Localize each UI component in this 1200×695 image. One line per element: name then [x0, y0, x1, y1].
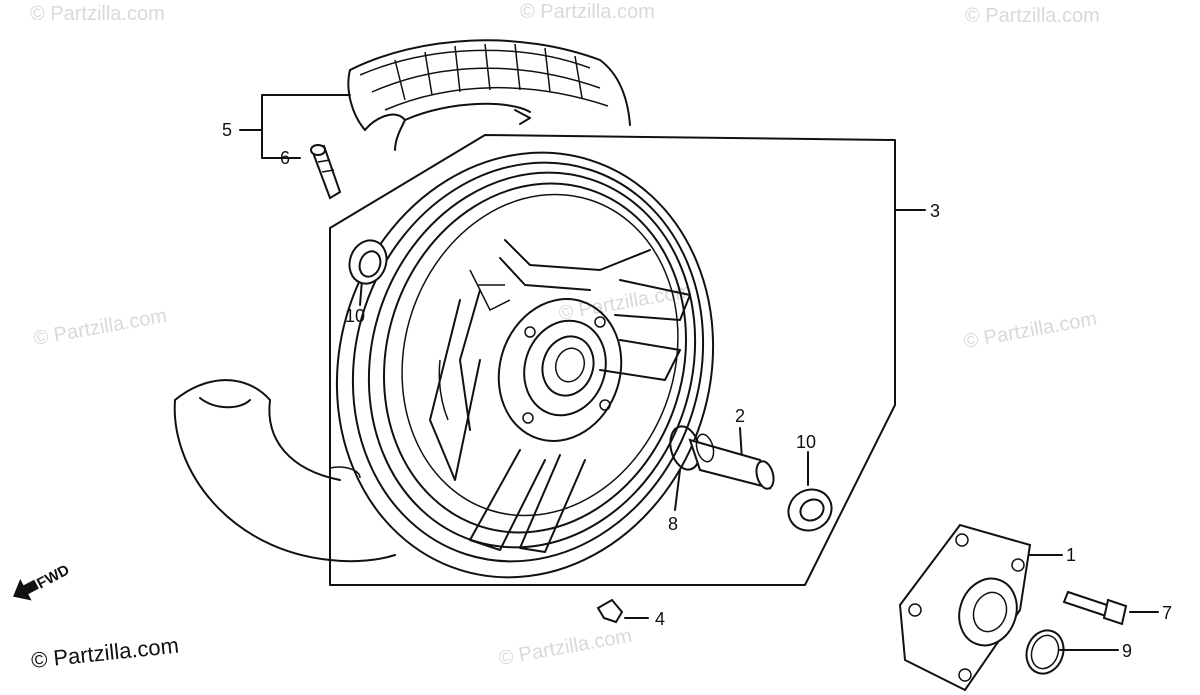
- callout-2: 2: [735, 406, 745, 426]
- bearing-left: [348, 239, 388, 285]
- tire-lower: [173, 379, 396, 563]
- tire-upper: [347, 39, 631, 151]
- callout-5: 5: [222, 120, 232, 140]
- watermark: © Partzilla.com: [520, 1, 655, 23]
- callout-10-left: 10: [345, 306, 365, 326]
- callout-4: 4: [655, 609, 665, 629]
- bolt: [1062, 590, 1128, 626]
- callout-3: 3: [930, 201, 940, 221]
- callout-9: 9: [1122, 641, 1132, 661]
- sprocket-flange: [898, 523, 1032, 692]
- o-ring: [1025, 629, 1065, 675]
- clip: [596, 598, 624, 624]
- watermark: © Partzilla.com: [497, 625, 634, 670]
- fwd-arrow: FWD: [13, 561, 72, 601]
- watermark: © Partzilla.com: [962, 308, 1099, 353]
- leader-lines: [239, 94, 1159, 651]
- callouts: 1 2 3 4 5 6 7 8 9 10 10: [222, 120, 1172, 661]
- callout-8: 8: [668, 514, 678, 534]
- callout-1: 1: [1066, 545, 1076, 565]
- watermark: © Partzilla.com: [557, 280, 694, 325]
- fwd-label: FWD: [34, 561, 72, 592]
- callout-7: 7: [1162, 603, 1172, 623]
- collar-and-circlip: [669, 425, 775, 490]
- watermark: © Partzilla.com: [32, 305, 169, 350]
- callout-6: 6: [280, 148, 290, 168]
- copyright-notice: © Partzilla.com: [30, 633, 180, 673]
- callout-10-right: 10: [796, 432, 816, 452]
- wheel-spokes: [429, 239, 691, 553]
- valve-stem: [310, 144, 342, 200]
- bearing-right: [787, 488, 833, 532]
- wheel-hub: [497, 298, 623, 442]
- watermark: © Partzilla.com: [30, 3, 165, 25]
- assembly-box: [329, 134, 896, 586]
- watermark: © Partzilla.com: [965, 5, 1100, 27]
